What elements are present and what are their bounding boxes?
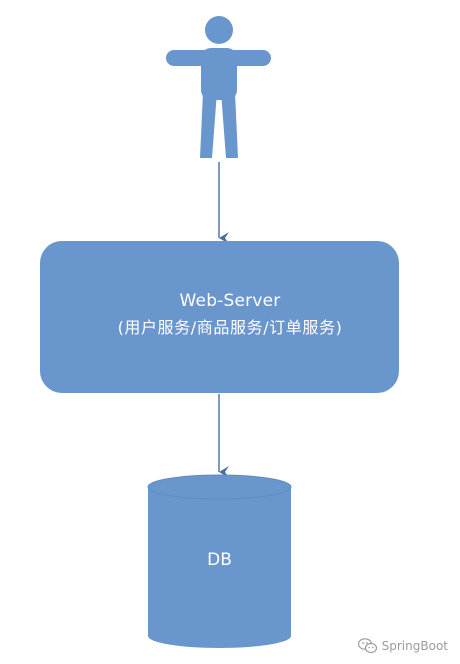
person-icon	[166, 16, 271, 158]
web-server-services: (用户服务/商品服务/订单服务)	[117, 318, 343, 337]
database-cylinder	[147, 474, 292, 648]
watermark: SpringBoot	[357, 638, 448, 654]
web-server-node	[40, 241, 399, 393]
db-label: DB	[207, 550, 232, 570]
web-server-title: Web-Server	[179, 291, 281, 311]
wechat-icon	[357, 638, 377, 654]
watermark-text: SpringBoot	[381, 639, 448, 653]
